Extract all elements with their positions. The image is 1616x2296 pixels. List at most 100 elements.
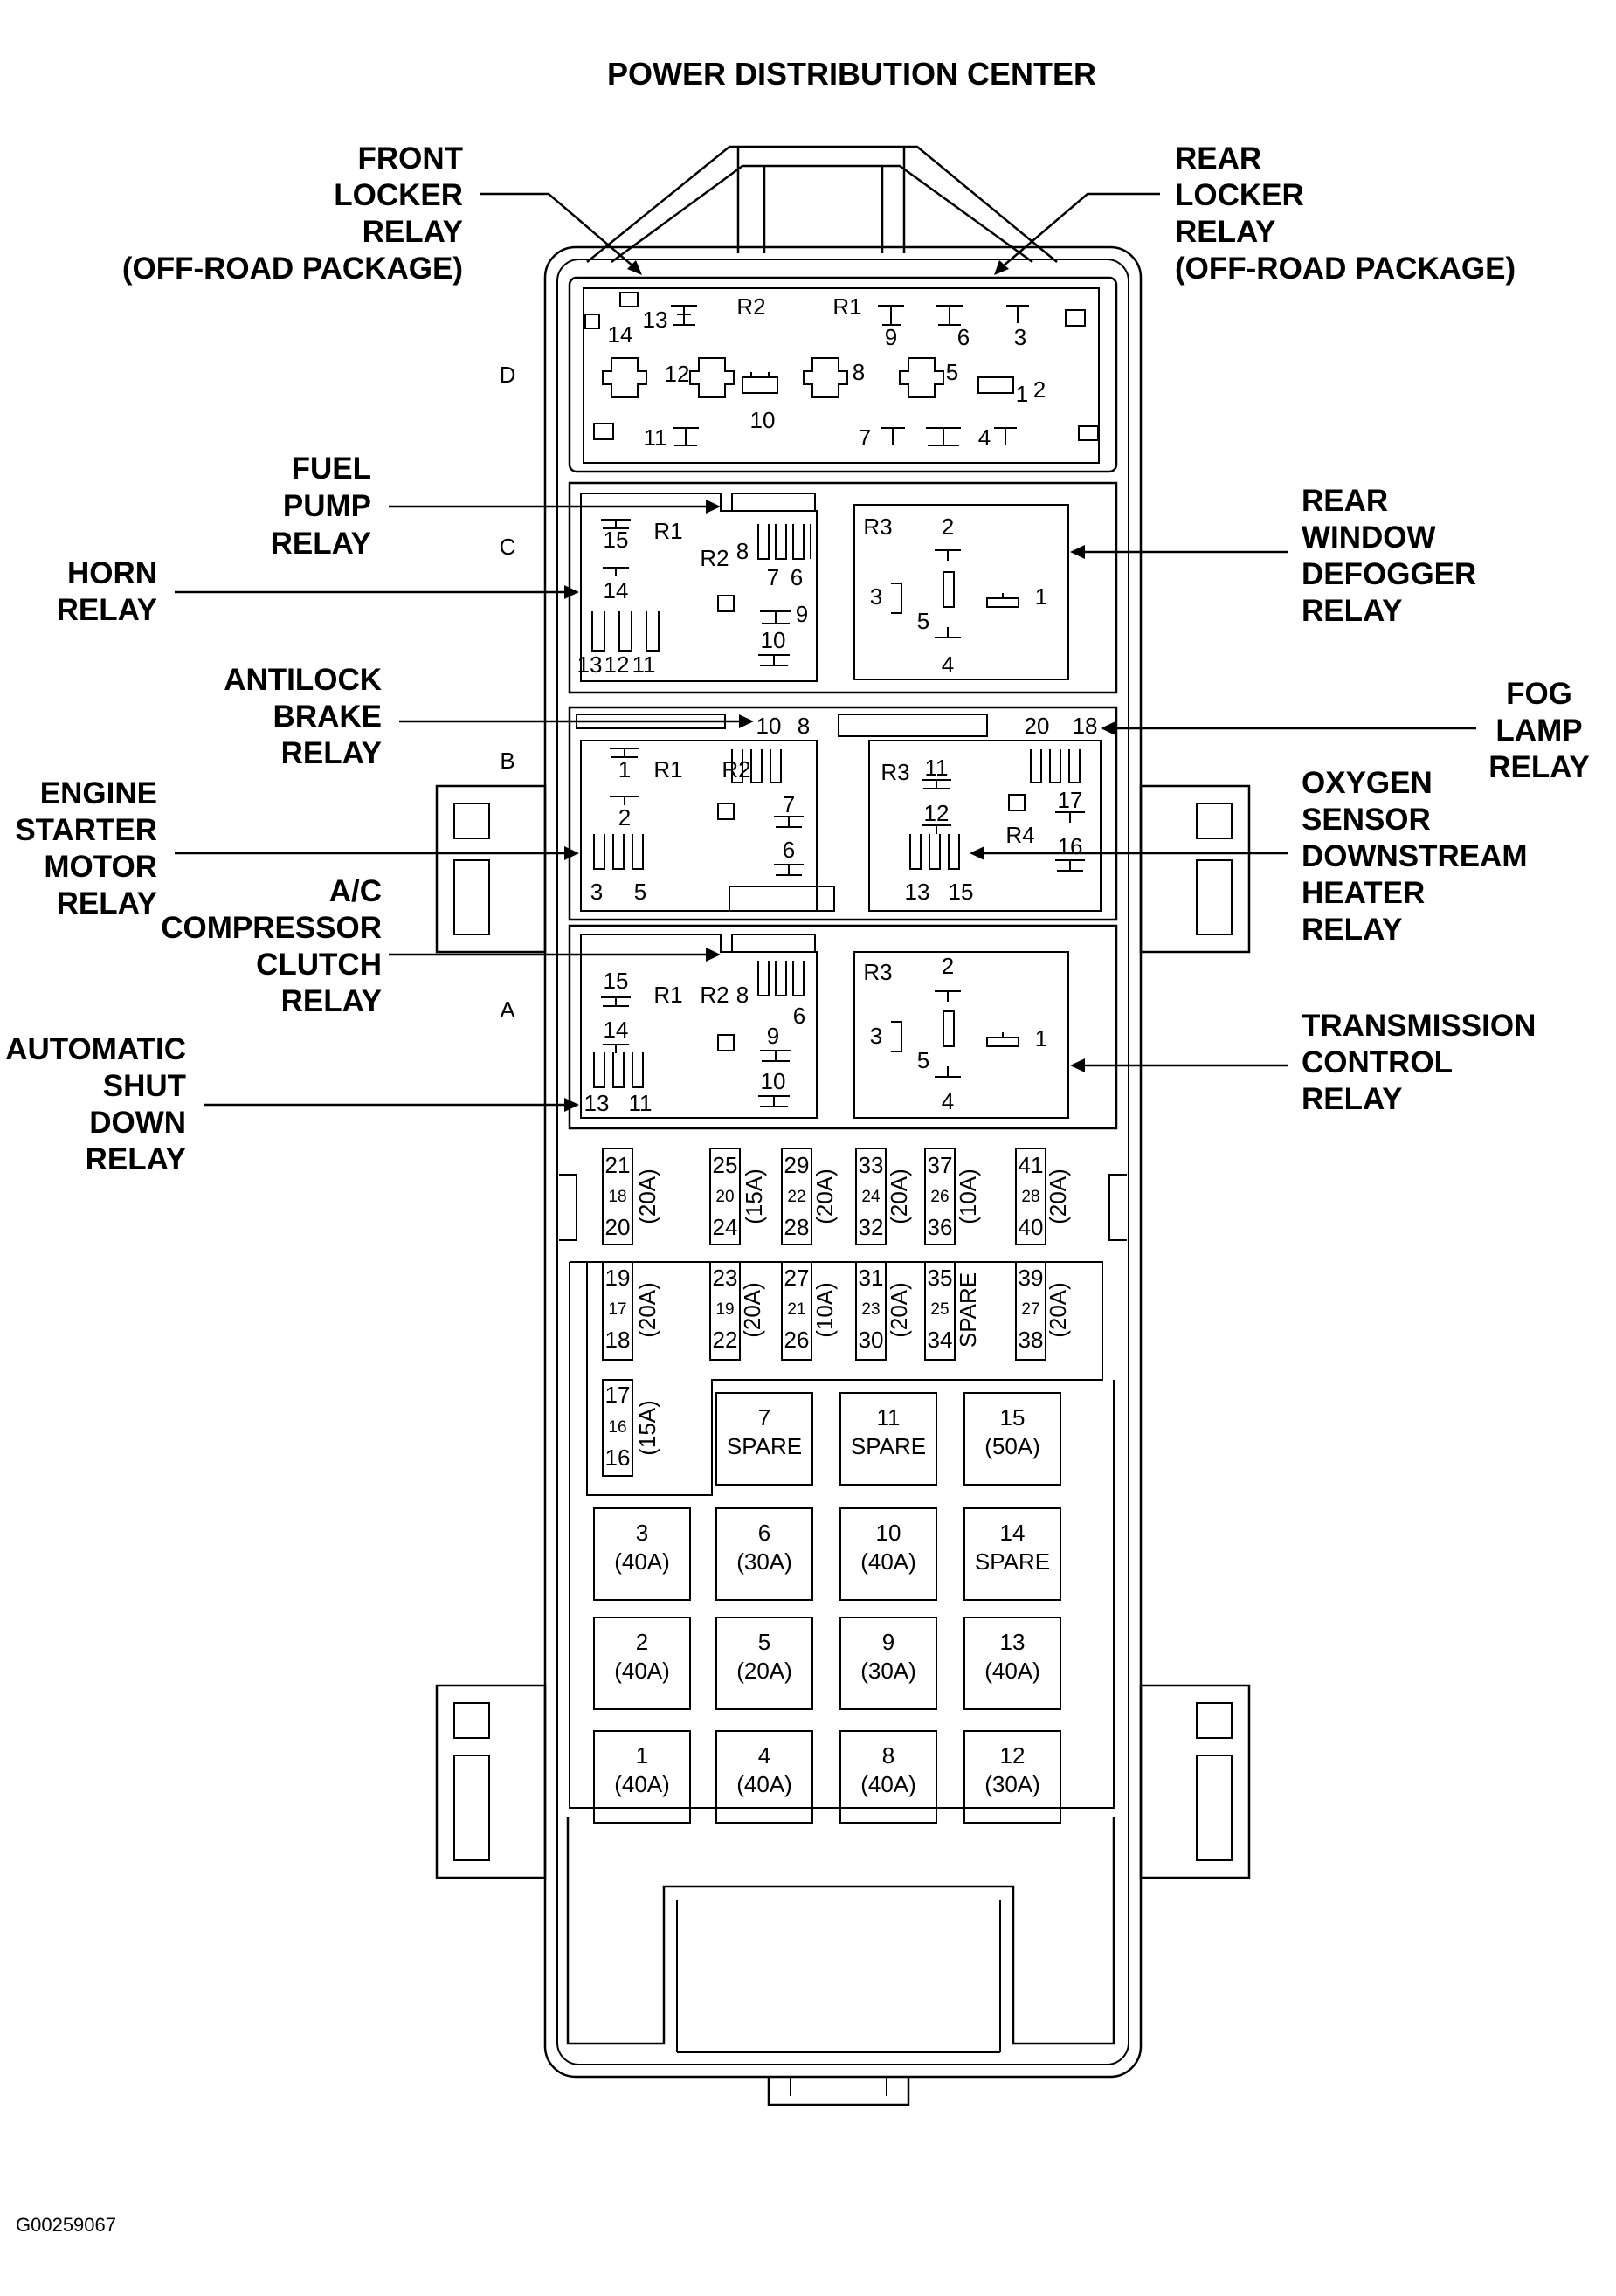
mini-fuse-number: 25 [930,1300,949,1319]
pin-a-r3-5: 5 [917,1047,929,1073]
row-letter-a: A [500,996,515,1023]
mini-fuse-terminal: 40 [1019,1214,1044,1240]
callout-line: RELAY [281,984,382,1018]
mini-fuse-27: 39 27 38 (20A) [1015,1261,1071,1361]
callout-line: RELAY [1302,913,1402,947]
relay-block-a: R1 R2 R3 15 14 13 11 8 6 9 10 2 3 5 1 4 [568,924,1118,1130]
callout-line: (OFF-ROAD PACKAGE) [1175,252,1516,286]
pin-a-14: 14 [604,1017,629,1043]
maxi-fuse-number: 1 [636,1742,648,1769]
mini-fuse-rating: (10A) [955,1169,981,1224]
maxi-fuse-rating: (40A) [614,1771,670,1797]
callout-line: COMPRESSOR [161,911,382,945]
mini-fuse-rating: (20A) [1045,1169,1071,1224]
maxi-fuse: 13 (40A) [963,1617,1061,1710]
maxi-fuse: 7 SPARE [715,1392,813,1486]
mini-fuse-number: 21 [787,1300,805,1319]
callout-line: RELAY [363,215,463,249]
pin-b-11: 11 [925,755,949,781]
callout-line: A/C [329,874,382,908]
callout-line: BRAKE [273,700,382,734]
maxi-fuse: 2 (40A) [593,1617,691,1710]
callout-line: FRONT [357,141,463,176]
pin-c-r3-3: 3 [870,583,882,610]
pin-a-8: 8 [736,982,749,1008]
maxi-fuse-rating: SPARE [975,1548,1050,1575]
pin-c-6: 6 [791,564,803,590]
callout-oxygen-sensor-relay: OXYGEN SENSOR DOWNSTREAM HEATER RELAY [970,766,1528,947]
mini-fuse-rating: SPARE [955,1272,981,1348]
mini-fuse-terminal: 36 [928,1214,953,1240]
pin-d-10: 10 [750,407,776,433]
mini-fuse-terminal: 23 [713,1265,738,1291]
callout-line: HEATER [1302,876,1425,910]
mini-fuse-terminal: 20 [605,1214,631,1240]
pin-c-r3-5: 5 [917,608,929,634]
mini-fuse-terminal: 31 [859,1265,884,1291]
pin-c-14: 14 [604,577,629,603]
mini-fuse-22: 29 22 28 (20A) [781,1148,838,1245]
pin-c-8: 8 [736,538,749,564]
callout-fuel-pump-relay: FUEL PUMP RELAY [271,452,721,561]
callout-automatic-shut-down-relay: AUTOMATIC SHUT DOWN RELAY [5,1032,579,1176]
mini-fuse-rating: (20A) [811,1169,838,1224]
relay-d-r2-label: R2 [736,293,765,320]
callout-line: DEFOGGER [1302,557,1476,591]
callout-antilock-brake-relay: ANTILOCK BRAKE RELAY [224,663,754,770]
callout-line: RELAY [86,1142,186,1176]
mini-fuse-terminal: 29 [784,1152,810,1178]
pin-d-4: 4 [978,424,991,451]
pin-c-11: 11 [632,652,656,678]
mini-fuse-terminal: 39 [1019,1265,1044,1291]
pin-b-15: 15 [949,879,974,905]
relay-a-r2-label: R2 [700,982,729,1008]
pin-c-15: 15 [604,527,629,553]
mini-fuse-terminal: 19 [605,1265,631,1291]
pin-d-9: 9 [885,324,897,350]
mini-fuse-terminal: 33 [859,1152,884,1178]
callout-line: TRANSMISSION [1302,1009,1536,1043]
callout-line: FUEL [292,452,371,486]
maxi-fuse-number: 5 [758,1629,770,1655]
mini-fuse-number: 18 [608,1188,626,1206]
maxi-fuse: 1 (40A) [593,1730,691,1824]
mini-fuse-terminal: 41 [1019,1152,1044,1178]
mini-fuse-number: 24 [861,1188,881,1206]
callout-line: HORN [67,556,157,590]
mini-fuse-terminal: 32 [859,1214,884,1240]
mini-fuse-terminal: 30 [859,1327,884,1353]
maxi-fuse-rating: SPARE [851,1433,926,1459]
mini-fuse-number: 17 [608,1300,626,1319]
row-letter-b: B [500,748,514,774]
callout-line: RELAY [57,886,157,920]
callout-line: RELAY [1488,750,1589,784]
callout-transmission-control-relay: TRANSMISSION CONTROL RELAY [1070,1009,1536,1116]
pin-b-5: 5 [634,879,646,905]
mini-fuse-number: 22 [787,1188,805,1206]
maxi-fuse-rating: (30A) [736,1548,792,1575]
pin-b-17: 17 [1058,787,1083,813]
maxi-fuse: 3 (40A) [593,1507,691,1601]
mini-fuse-terminal: 34 [928,1327,953,1353]
housing-outline [435,145,1251,2106]
pin-d-3: 3 [1014,324,1026,350]
relay-c-r2-label: R2 [700,545,729,571]
pin-b-2: 2 [618,804,631,831]
relay-b-r4-label: R4 [1005,822,1034,848]
maxi-fuse: 12 (30A) [963,1730,1061,1824]
maxi-fuse-number: 12 [1000,1742,1026,1769]
mini-fuse-28: 41 28 40 (20A) [1015,1148,1071,1245]
callout-line: CLUTCH [256,948,382,982]
callout-line: AUTOMATIC [5,1032,186,1066]
pin-c-12: 12 [604,652,630,678]
mini-fuse-rating: (15A) [741,1169,767,1224]
callout-engine-starter-motor-relay: ENGINE STARTER MOTOR RELAY [15,776,579,920]
callout-line: SENSOR [1302,803,1431,837]
mini-fuse-19: 23 19 22 (20A) [709,1261,765,1361]
mini-fuse-number: 23 [861,1300,880,1319]
callout-rear-locker-relay: REAR LOCKER RELAY (OFF-ROAD PACKAGE) [994,141,1516,286]
maxi-fuse-rating: (40A) [736,1771,792,1797]
maxi-fuse-number: 11 [877,1404,901,1431]
relay-a-r1-label: R1 [653,982,682,1008]
maxi-fuse: 6 (30A) [715,1507,813,1601]
